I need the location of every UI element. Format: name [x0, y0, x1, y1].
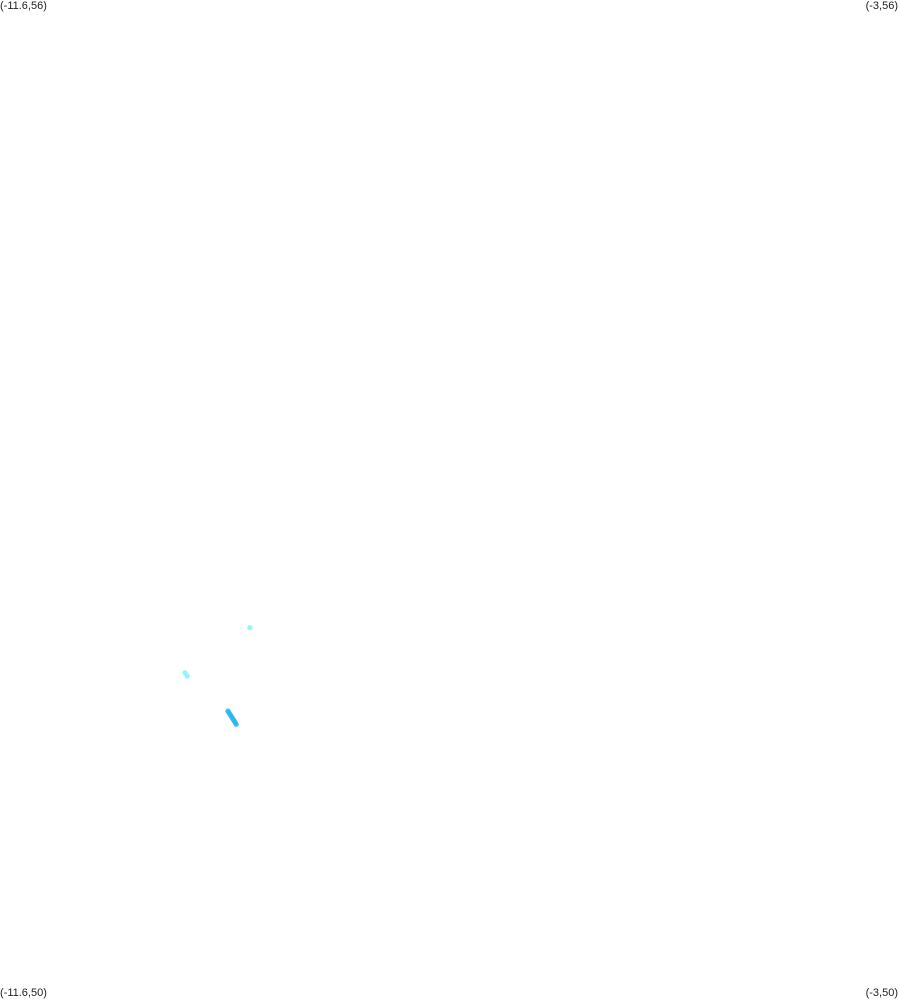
corner-label-top-right: (-3,56) [865, 0, 898, 12]
corner-label-bottom-left: (-11.6,50) [0, 987, 47, 999]
map-point [247, 625, 253, 631]
map-point [233, 721, 239, 727]
map-point [184, 673, 190, 679]
corner-label-top-left: (-11.6,56) [0, 0, 47, 12]
corner-label-bottom-right: (-3,50) [865, 987, 898, 999]
